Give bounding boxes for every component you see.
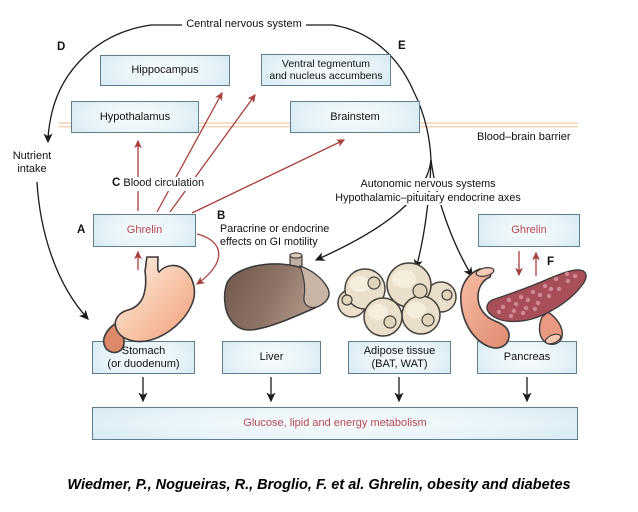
liver-illustration xyxy=(223,252,330,331)
brainstem-box: Brainstem xyxy=(290,101,420,133)
arrow-ghrelin-to-brainstem xyxy=(191,139,346,214)
stomach-illustration xyxy=(102,256,196,354)
metabolism-box: Glucose, lipid and energy metabolism xyxy=(92,407,578,440)
pancreas-duodenum xyxy=(459,268,510,349)
arrow-d-cns-to-nutrient xyxy=(43,24,152,144)
arrow-ghrelin-to-hippocampus xyxy=(156,91,223,213)
stomach-body xyxy=(114,256,196,343)
pancreas-label: Pancreas xyxy=(503,351,551,364)
pancreas-body xyxy=(486,269,587,323)
adipose-box: Adipose tissue (BAT, WAT) xyxy=(348,341,451,374)
red-arrows-foreground xyxy=(134,233,540,285)
arrow-b-paracrine-curve xyxy=(195,233,220,285)
vta-label-line2: and nucleus accumbens xyxy=(269,70,383,82)
arrow-to-adipose xyxy=(413,159,432,270)
liver-box: Liver xyxy=(222,341,321,374)
adipose-label-line1: Adipose tissue xyxy=(363,344,436,357)
liver-label: Liver xyxy=(259,351,284,364)
red-arrows-ghrelin-to-brain xyxy=(134,91,346,214)
arc-e-descending xyxy=(332,24,432,161)
stomach-label-line1: Stomach xyxy=(121,344,166,357)
hypothalamus-box: Hypothalamus xyxy=(71,101,199,133)
hypothalamus-label: Hypothalamus xyxy=(99,110,171,123)
arrow-to-pancreas xyxy=(430,159,473,278)
hippocampus-label: Hippocampus xyxy=(131,64,199,77)
stomach-label-line2: (or duodenum) xyxy=(107,357,180,370)
adipose-label-line2: (BAT, WAT) xyxy=(371,357,428,370)
brainstem-label: Brainstem xyxy=(330,110,380,123)
ghrelin-right-label: Ghrelin xyxy=(511,224,547,237)
metabolism-label: Glucose, lipid and energy metabolism xyxy=(243,417,427,430)
hippocampus-box: Hippocampus xyxy=(100,55,230,86)
arrow-nutrient-to-stomach xyxy=(36,181,89,320)
pancreas-illustration xyxy=(459,267,587,349)
pancreas-texture-dots xyxy=(496,271,578,319)
arrow-to-liver xyxy=(314,159,432,261)
arrows-boxes-to-metabolism xyxy=(138,377,532,403)
ghrelin-left-label: Ghrelin xyxy=(126,224,163,237)
stomach-box: Stomach (or duodenum) xyxy=(92,341,195,374)
ghrelin-box-right: Ghrelin xyxy=(478,214,580,247)
arrow-ghrelin-to-vta xyxy=(169,93,256,213)
ventral-tegmentum-box: Ventral tegmentum and nucleus accumbens xyxy=(261,54,391,86)
liver-right-lobe xyxy=(298,265,330,309)
vta-label-line1: Ventral tegmentum xyxy=(281,57,371,70)
ghrelin-box-left: Ghrelin xyxy=(93,214,196,247)
adipose-illustration xyxy=(337,262,457,337)
